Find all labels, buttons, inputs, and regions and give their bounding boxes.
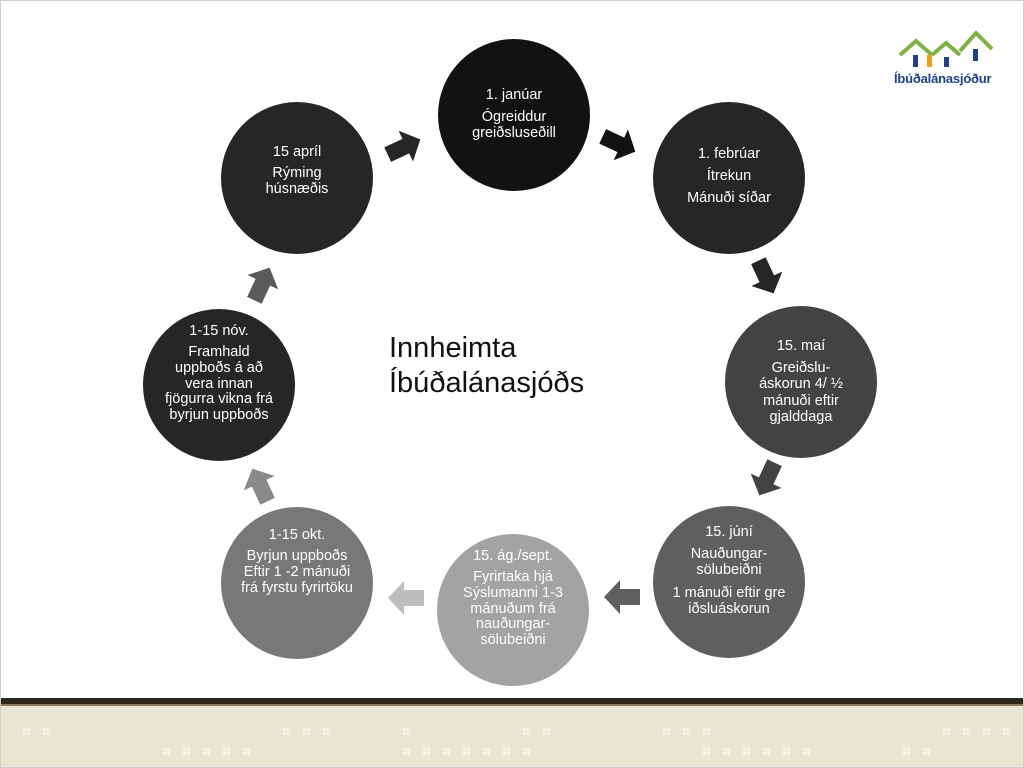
node-agsept-line-1: 15. ág./sept.	[473, 548, 553, 564]
arrow-feb-mai-icon	[751, 257, 783, 294]
logo-text: Íbúðalánasjóður	[894, 71, 992, 86]
node-mai-line-1: 15. maí	[776, 338, 826, 354]
cycle-arrows	[243, 129, 783, 615]
node-jun: 15. júní Nauðungar-sölubeiðni 1 mánuði e…	[653, 506, 805, 658]
node-jun-line-3: 1 mánuði eftir greiðsluáskorun	[672, 584, 786, 617]
node-apr-line-1: 15 apríl	[272, 144, 322, 160]
arrow-okt-nov-icon	[243, 468, 275, 505]
arrow-jan-feb-icon	[599, 129, 636, 161]
diagram-title: Innheimta Íbúðalánasjóðs	[389, 331, 584, 401]
node-nov-line-1: 1-15 nóv.	[189, 323, 249, 339]
arrow-nov-apr-icon	[247, 267, 279, 304]
node-feb-line-2: Ítrekun	[706, 168, 752, 185]
footer-band	[1, 706, 1023, 767]
node-okt-line-2: Byrjun uppboðs Eftir 1 -2 mánuði frá fyr…	[241, 548, 353, 596]
node-jan-line-1: 1. janúar	[485, 87, 543, 103]
title-line-2: Íbúðalánasjóðs	[389, 366, 585, 399]
node-jan: 1. janúar Ógreiddur greiðsluseðill	[438, 39, 590, 191]
node-okt-line-1: 1-15 okt.	[268, 527, 326, 543]
node-jun-line-1: 15. júní	[705, 524, 753, 540]
node-mai: 15. maí Greiðslu-áskorun 4/ ½ mánuði eft…	[725, 306, 877, 458]
node-feb: 1. febrúar Ítrekun Mánuði síðar	[653, 102, 805, 254]
houses-logo-icon	[898, 30, 994, 67]
node-okt: 1-15 okt. Byrjun uppboðs Eftir 1 -2 mánu…	[221, 507, 373, 659]
node-jan-line-2: Ógreiddur greiðsluseðill	[472, 109, 556, 142]
node-feb-line-3: Mánuði síðar	[687, 190, 771, 207]
footer-divider-accent	[1, 704, 1023, 706]
title-line-1: Innheimta	[389, 332, 517, 364]
footer-divider	[1, 698, 1023, 704]
node-nov: 1-15 nóv. Framhald uppboðs á að vera inn…	[143, 309, 295, 461]
arrow-mai-jun-icon	[750, 459, 782, 496]
node-nov-line-2: Framhald uppboðs á að vera innan fjögurr…	[165, 344, 273, 423]
node-jun-line-2: Nauðungar-sölubeiðni	[690, 546, 768, 579]
arrow-jun-agsept-icon	[604, 580, 640, 614]
footer-pattern	[21, 726, 1021, 762]
node-agsept: 15. ág./sept. Fyrirtaka hjá Sýslumanni 1…	[437, 534, 589, 686]
arrow-agsept-okt-icon	[388, 581, 424, 615]
node-mai-line-2: Greiðslu-áskorun 4/ ½ mánuði eftir gjald…	[759, 360, 843, 425]
node-apr-line-2: Rýming húsnæðis	[265, 165, 329, 197]
node-agsept-line-2: Fyrirtaka hjá Sýslumanni 1-3 mánuðum frá…	[463, 569, 563, 648]
arrow-apr-jan-icon	[384, 130, 421, 162]
node-apr: 15 apríl Rýming húsnæðis	[221, 102, 373, 254]
node-feb-line-1: 1. febrúar	[697, 146, 761, 162]
